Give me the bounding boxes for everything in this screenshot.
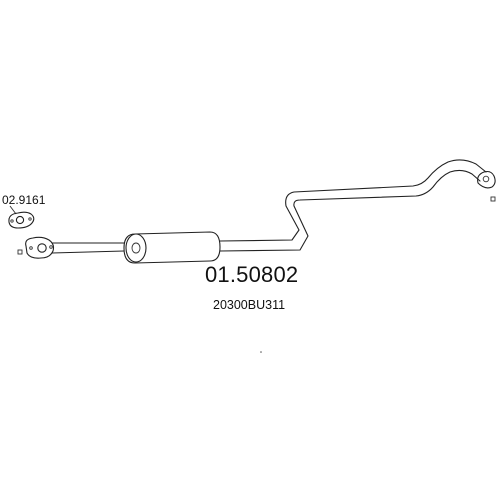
gasket-part-number: 02.9161: [2, 193, 46, 207]
gasket-leader-line: [9, 205, 17, 215]
part-number: 01.50802: [205, 262, 298, 287]
middle-silencer: [123, 231, 221, 264]
speck-dot: [260, 351, 262, 353]
front-pipe: [51, 242, 125, 254]
inlet-flange: [25, 236, 55, 259]
oe-number: 20300BU311: [213, 298, 285, 312]
flange-gasket-icon: [8, 211, 35, 229]
square-marker-icon: [490, 196, 496, 202]
square-marker-icon: [17, 249, 23, 255]
tail-pipe: [219, 159, 487, 252]
outlet-flange: [477, 170, 496, 189]
